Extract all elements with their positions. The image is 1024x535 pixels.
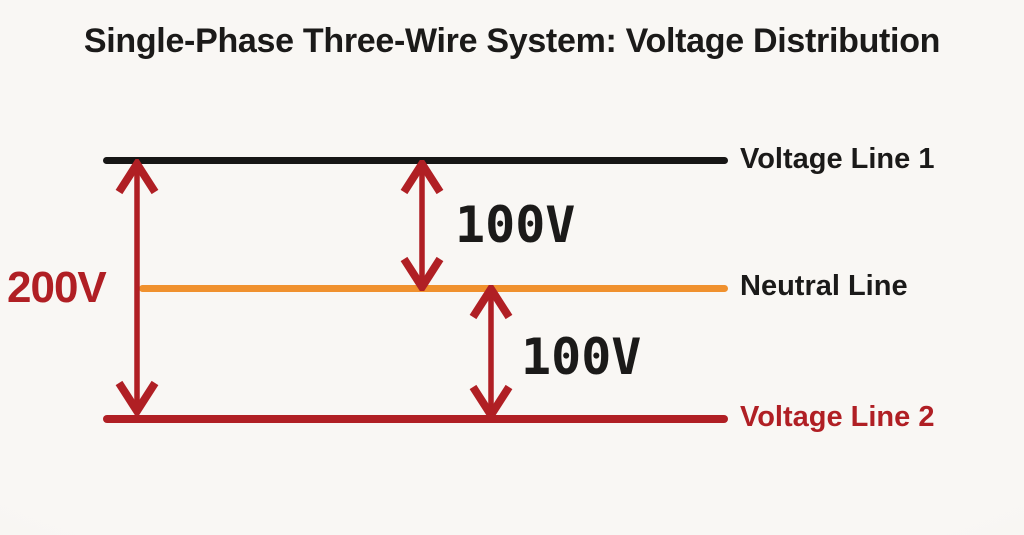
voltage-line-1-label: Voltage Line 1 — [740, 143, 935, 175]
double-arrow-100v-upper — [400, 160, 444, 291]
double-arrow-100v-lower — [469, 285, 513, 419]
neutral-line-label: Neutral Line — [740, 270, 908, 302]
voltage-line-2-label: Voltage Line 2 — [740, 401, 935, 433]
measurement-100v-upper: 100V — [455, 196, 576, 254]
voltage-line-1-wire — [103, 157, 728, 164]
diagram-title: Single-Phase Three-Wire System: Voltage … — [83, 22, 941, 60]
double-arrow-200v — [115, 159, 159, 416]
measurement-200v: 200V — [7, 263, 107, 312]
voltage-line-2-wire — [103, 415, 728, 423]
neutral-line-wire — [139, 285, 728, 292]
measurement-100v-lower: 100V — [521, 328, 642, 386]
